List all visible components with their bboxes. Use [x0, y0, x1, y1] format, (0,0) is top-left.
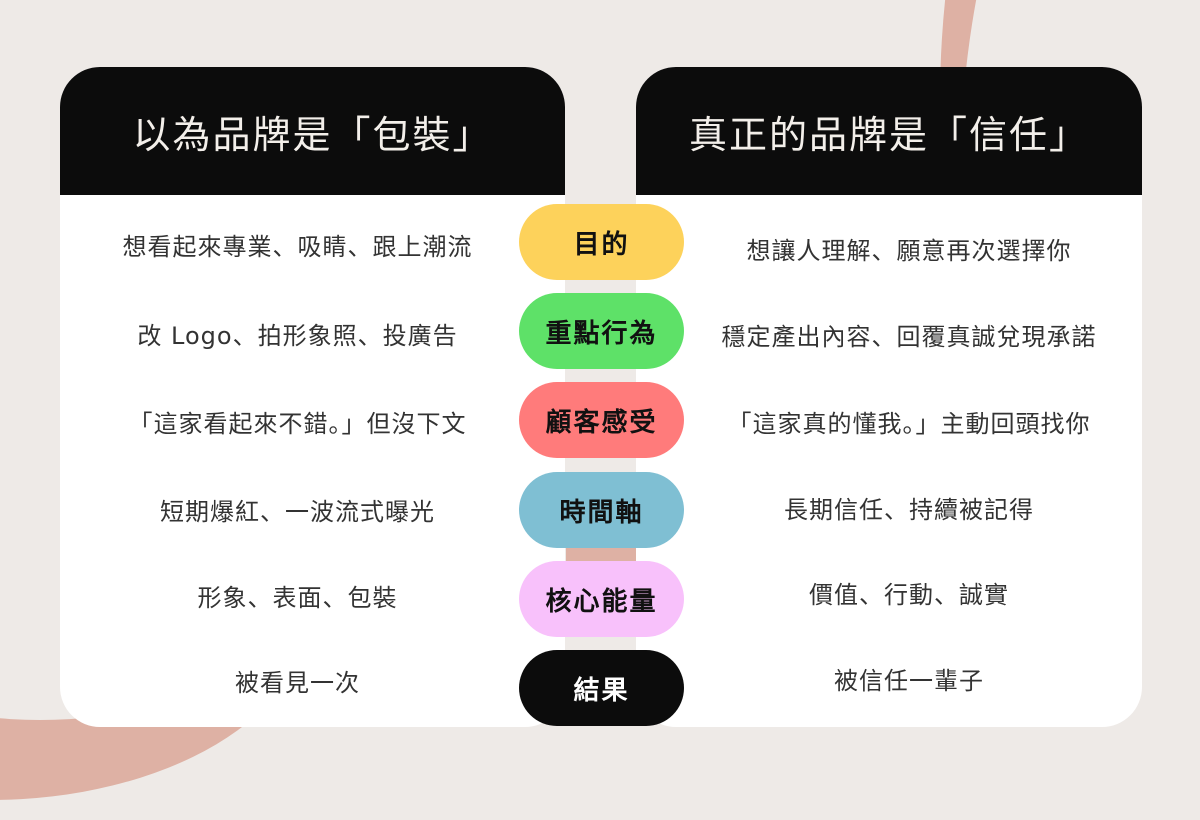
packaging-row-purpose: 想看起來專業、吸睛、跟上潮流 [122, 233, 473, 261]
category-pill-timeline: 時間軸 [519, 472, 684, 548]
packaging-card-title: 以為品牌是「包裝」 [60, 67, 565, 195]
category-pill-core-energy: 核心能量 [519, 561, 684, 637]
packaging-row-actions: 改 Logo、拍形象照、投廣告 [137, 322, 458, 350]
category-pill-purpose: 目的 [519, 204, 684, 280]
center-divider-accent [566, 548, 636, 563]
category-pill-customer-feeling: 顧客感受 [519, 382, 684, 458]
category-pill-key-actions: 重點行為 [519, 293, 684, 369]
trust-row-timeline: 長期信任、持續被記得 [784, 496, 1034, 524]
center-divider-strip [566, 195, 636, 727]
packaging-row-energy: 形象、表面、包裝 [197, 584, 398, 612]
trust-row-feeling: 「這家真的懂我。」主動回頭找你 [727, 410, 1091, 438]
trust-row-purpose: 想讓人理解、願意再次選擇你 [746, 237, 1072, 265]
trust-row-result: 被信任一輩子 [834, 667, 984, 695]
trust-row-energy: 價值、行動、誠實 [809, 581, 1009, 609]
trust-card-title: 真正的品牌是「信任」 [636, 67, 1142, 195]
packaging-row-result: 被看見一次 [235, 669, 360, 697]
trust-row-actions: 穩定產出內容、回覆真誠兌現承諾 [721, 323, 1097, 351]
trust-card: 真正的品牌是「信任」 想讓人理解、願意再次選擇你 穩定產出內容、回覆真誠兌現承諾… [636, 67, 1142, 727]
category-pill-result: 結果 [519, 650, 684, 726]
packaging-row-feeling: 「這家看起來不錯。」但沒下文 [128, 410, 467, 438]
packaging-card: 以為品牌是「包裝」 想看起來專業、吸睛、跟上潮流 改 Logo、拍形象照、投廣告… [60, 67, 565, 727]
packaging-row-timeline: 短期爆紅、一波流式曝光 [160, 498, 435, 526]
